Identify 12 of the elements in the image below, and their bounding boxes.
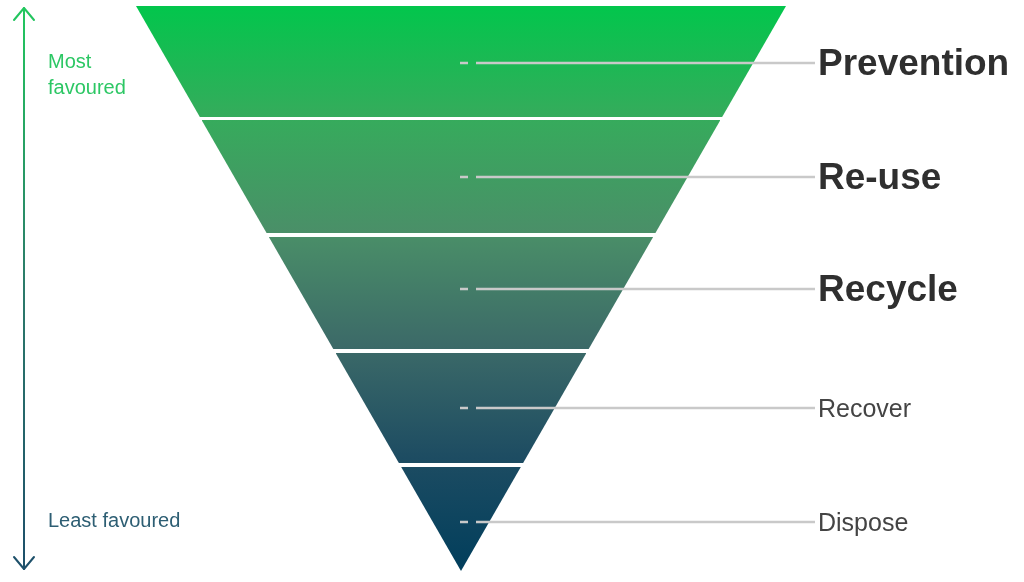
leader-line xyxy=(458,520,817,524)
tier-label: Prevention xyxy=(818,40,1010,86)
leader-line xyxy=(458,287,817,291)
tier-label: Dispose xyxy=(818,507,909,537)
favour-label: Least favoured xyxy=(48,508,182,533)
tier-label: Recycle xyxy=(818,266,958,312)
tier-label: Re-use xyxy=(818,154,942,200)
leader-line xyxy=(458,61,817,65)
favour-label: Most favoured xyxy=(48,49,127,100)
tier-label: Recover xyxy=(818,393,912,423)
leader-line xyxy=(458,406,817,410)
leader-line xyxy=(458,175,817,179)
